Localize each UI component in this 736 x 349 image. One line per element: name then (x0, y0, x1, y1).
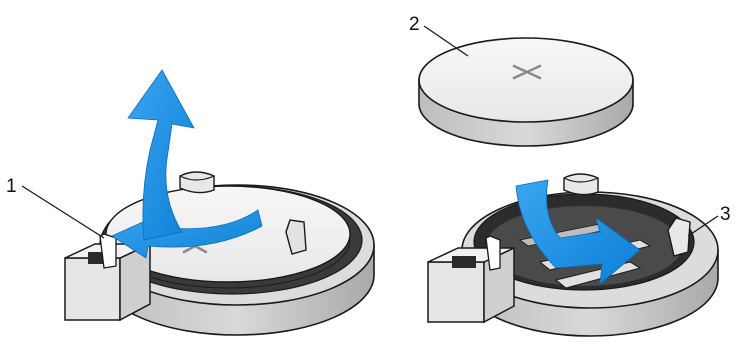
left-socket-assembly (65, 70, 374, 335)
right-release-lever (428, 236, 514, 322)
left-back-clip (180, 172, 214, 193)
right-back-clip (564, 174, 598, 195)
callout-3-label: 3 (720, 204, 731, 225)
callout-2-label: 2 (409, 14, 420, 35)
callout-1-label: 1 (6, 176, 17, 197)
system-battery (419, 38, 633, 146)
callout-2: 2 (409, 14, 468, 56)
right-socket-assembly (428, 174, 718, 336)
callout-1: 1 (6, 176, 104, 238)
